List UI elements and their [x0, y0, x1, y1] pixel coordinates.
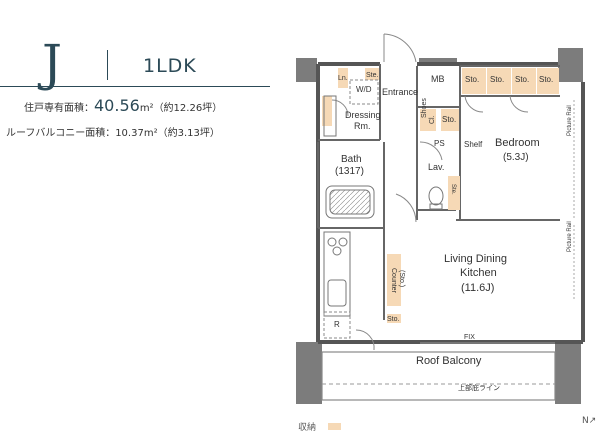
sto-4-label: Sto.: [539, 75, 553, 84]
balcony-railing: [321, 351, 556, 401]
lav-label: Lav.: [428, 162, 444, 172]
ldk-label-1: Living Dining: [444, 253, 507, 265]
bath-label: Bath: [341, 154, 362, 165]
unit-letter: J: [42, 34, 63, 92]
washbasin: [323, 95, 337, 137]
layout-type: 1LDK: [143, 55, 197, 77]
kitchen-counter: [323, 231, 351, 317]
bedroom-label: Bedroom: [495, 137, 540, 149]
door-swings: [331, 33, 529, 351]
r-label: R: [334, 320, 340, 329]
floor-area-label: 住戸専有面積：: [24, 103, 94, 114]
north-arrow-icon: N↗: [582, 416, 597, 426]
refrigerator-space: [323, 311, 351, 339]
shoes-label: Shoes: [421, 98, 428, 118]
mb-label: MB: [431, 74, 445, 84]
storage-areas: [322, 68, 559, 323]
counter-sto-label: (Sto.): [398, 270, 405, 287]
upper-eave-label: 上部庇ライン: [458, 383, 500, 392]
sto-1-label: Sto.: [465, 75, 479, 84]
sto-side-label: Sto.: [442, 115, 456, 124]
header-rule: [0, 86, 270, 87]
ste-small-label: Ste.: [450, 184, 456, 195]
picture-rail-1-label: Picture Rail: [567, 105, 573, 136]
floor-area: 住戸専有面積：40.56m²（約12.26坪）: [24, 96, 222, 115]
ldk-label-2: Kitchen: [460, 267, 497, 279]
fix-label: FIX: [464, 334, 475, 341]
shelf-label: Shelf: [464, 140, 483, 149]
washer-space: [349, 79, 379, 105]
rm-label: Rm.: [354, 121, 371, 131]
legend-storage-swatch: [328, 423, 341, 430]
roof-balcony-label: Roof Balcony: [416, 355, 482, 367]
ln-label: Ln.: [338, 75, 348, 82]
bath-size: (1317): [335, 166, 364, 177]
floor-area-value: 40.56: [94, 96, 140, 115]
ps-label: PS: [434, 139, 445, 148]
legend-label: 収納: [298, 423, 317, 433]
north-label: N: [582, 416, 589, 426]
bedroom-size: (5.3J): [503, 152, 529, 163]
header-divider: [107, 50, 108, 80]
structural-walls: [296, 48, 583, 404]
unit-header: J 1LDK 住戸専有面積：40.56m²（約12.26坪） ルーフバルコニー面…: [0, 0, 270, 150]
sto-3-label: Sto.: [515, 75, 529, 84]
counter-label: Counter: [390, 268, 397, 294]
toilet: [428, 186, 444, 210]
entrance-label: Entrance: [382, 87, 418, 97]
outer-walls: [316, 62, 585, 344]
picture-rail-2-label: Picture Rail: [567, 221, 573, 252]
wd-label: W/D: [356, 85, 372, 94]
ste-label: Ste.: [366, 72, 379, 79]
floor-area-unit: m²: [139, 103, 154, 114]
roof-balcony-area: ルーフバルコニー面積：10.37m²（約3.13坪）: [6, 128, 220, 139]
floor-area-tsubo: （約12.26坪）: [153, 103, 223, 114]
sto-2-label: Sto.: [490, 75, 504, 84]
dressing-label: Dressing: [345, 110, 381, 120]
ldk-size: (11.6J): [461, 282, 494, 294]
sto-kitchen-label: Sto.: [387, 316, 400, 323]
bath-tub: [325, 185, 375, 219]
cl-label: Cl.: [429, 115, 436, 124]
